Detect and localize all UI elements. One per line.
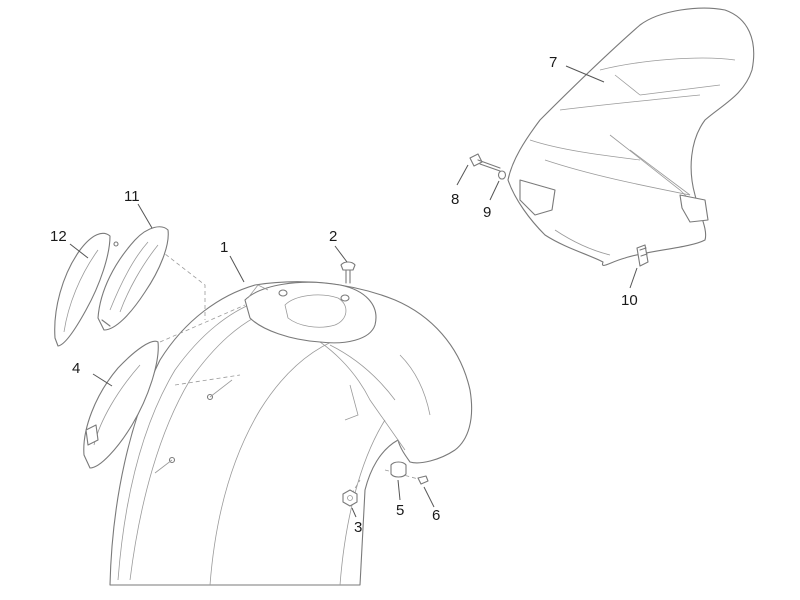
side-reflector-part <box>83 340 159 469</box>
reflector-lens-part <box>54 232 119 347</box>
washer-part <box>497 170 507 180</box>
callout-12: 12 <box>50 228 67 245</box>
callout-9: 9 <box>483 204 491 221</box>
screw-part <box>340 261 356 284</box>
callout-10: 10 <box>621 292 638 309</box>
reflector-housing-part <box>97 226 169 331</box>
assembly-line-11 <box>159 249 206 320</box>
callout-11: 11 <box>124 188 140 205</box>
leader-4 <box>92 373 113 387</box>
callout-4: 4 <box>72 360 80 377</box>
leader-3 <box>351 507 357 518</box>
callout-6: 6 <box>432 507 440 524</box>
assembly-line-56 <box>384 469 423 481</box>
leader-9 <box>489 180 500 201</box>
front-mudguard-part <box>109 281 473 586</box>
callout-5: 5 <box>396 502 404 519</box>
assembly-line-4 <box>159 304 246 343</box>
callout-8: 8 <box>451 191 459 208</box>
leader-2 <box>334 245 348 263</box>
leader-10 <box>629 267 638 289</box>
nut-part <box>342 489 358 507</box>
callout-2: 2 <box>329 228 337 245</box>
bolt-part <box>469 153 501 172</box>
leader-12 <box>69 243 89 259</box>
grommet-part <box>390 461 407 478</box>
leader-7 <box>565 65 605 83</box>
callout-3: 3 <box>354 519 362 536</box>
leader-11 <box>137 203 153 229</box>
small-screw-part <box>417 475 429 485</box>
rear-mudguard-part <box>507 7 755 266</box>
assembly-line-left <box>174 374 241 386</box>
leader-6 <box>423 486 435 508</box>
leader-5 <box>397 479 401 501</box>
callout-7: 7 <box>549 54 557 71</box>
clip-part <box>636 244 649 267</box>
leader-1 <box>229 255 245 283</box>
leader-8 <box>456 164 469 186</box>
callout-1: 1 <box>220 239 228 256</box>
